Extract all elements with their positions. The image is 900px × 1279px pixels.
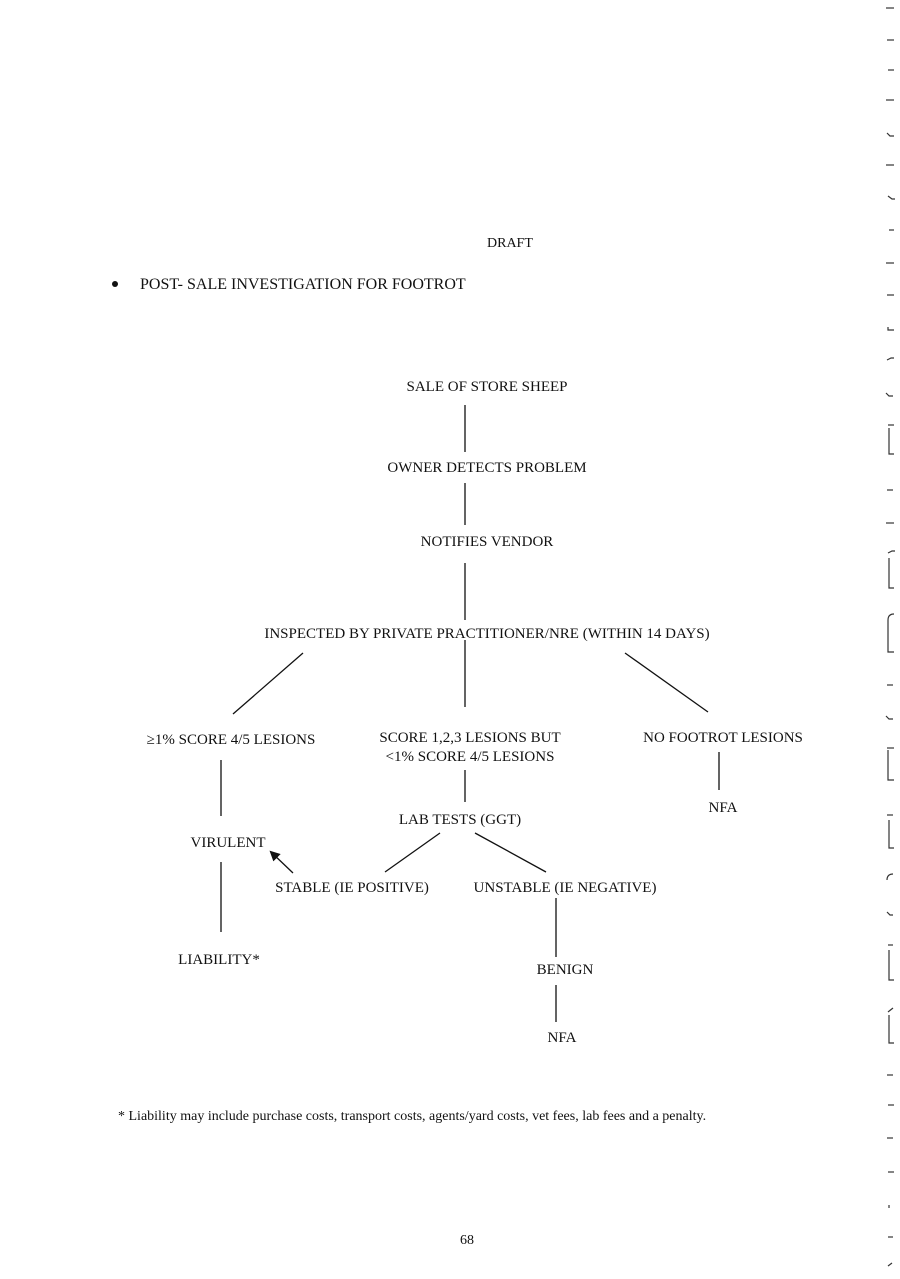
section-heading: POST- SALE INVESTIGATION FOR FOOTROT xyxy=(140,276,466,293)
arrow-stable-virulent xyxy=(269,850,294,874)
node-sale: SALE OF STORE SHEEP xyxy=(406,379,568,395)
node-lab-tests: LAB TESTS (GGT) xyxy=(398,812,522,828)
node-middle-branch-line1: SCORE 1,2,3 LESIONS BUT xyxy=(379,730,561,746)
connector-inspected-right xyxy=(624,652,709,713)
node-nfa-bottom: NFA xyxy=(547,1030,577,1046)
connector-inspected-left xyxy=(232,652,304,715)
node-right-branch: NO FOOTROT LESIONS xyxy=(643,730,803,746)
node-nfa-right: NFA xyxy=(708,800,738,816)
connector-lab-unstable xyxy=(474,832,547,873)
node-middle-branch-line2: <1% SCORE 4/5 LESIONS xyxy=(385,749,555,765)
page-number: 68 xyxy=(460,1233,474,1248)
node-unstable: UNSTABLE (IE NEGATIVE) xyxy=(473,880,657,896)
draft-label: DRAFT xyxy=(487,236,533,251)
node-liability: LIABILITY* xyxy=(178,952,260,968)
bullet-icon xyxy=(112,281,118,287)
binding-edge-marks xyxy=(885,7,895,1267)
node-middle-branch: SCORE 1,2,3 LESIONS BUT <1% SCORE 4/5 LE… xyxy=(379,729,560,767)
node-left-branch: ≥1% SCORE 4/5 LESIONS xyxy=(146,732,316,748)
footnote: * Liability may include purchase costs, … xyxy=(118,1109,707,1124)
node-inspected: INSPECTED BY PRIVATE PRACTITIONER/NRE (W… xyxy=(264,626,710,642)
connector-lab-stable xyxy=(384,832,441,873)
node-virulent: VIRULENT xyxy=(190,835,266,851)
node-owner-detects: OWNER DETECTS PROBLEM xyxy=(387,460,587,476)
node-stable: STABLE (IE POSITIVE) xyxy=(275,880,429,896)
node-notifies-vendor: NOTIFIES VENDOR xyxy=(420,534,554,550)
node-benign: BENIGN xyxy=(536,962,594,978)
